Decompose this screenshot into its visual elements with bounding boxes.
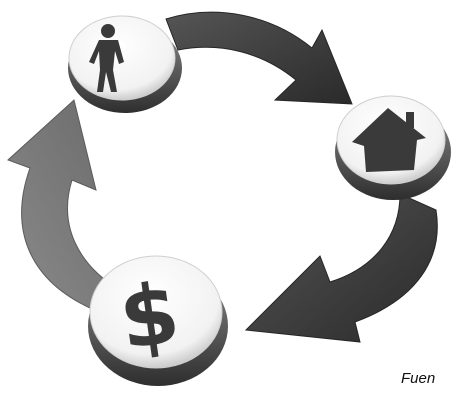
money-node: $ bbox=[88, 255, 228, 386]
arrow-house-to-money bbox=[244, 193, 438, 343]
person-icon bbox=[89, 24, 124, 92]
source-caption: Fuen bbox=[401, 370, 436, 387]
arrow-person-to-house bbox=[165, 11, 353, 105]
person-node bbox=[68, 15, 182, 113]
house-node bbox=[335, 95, 451, 200]
arrow-money-to-person bbox=[7, 99, 121, 309]
house-icon bbox=[352, 108, 426, 172]
dollar-icon: $ bbox=[114, 263, 186, 368]
